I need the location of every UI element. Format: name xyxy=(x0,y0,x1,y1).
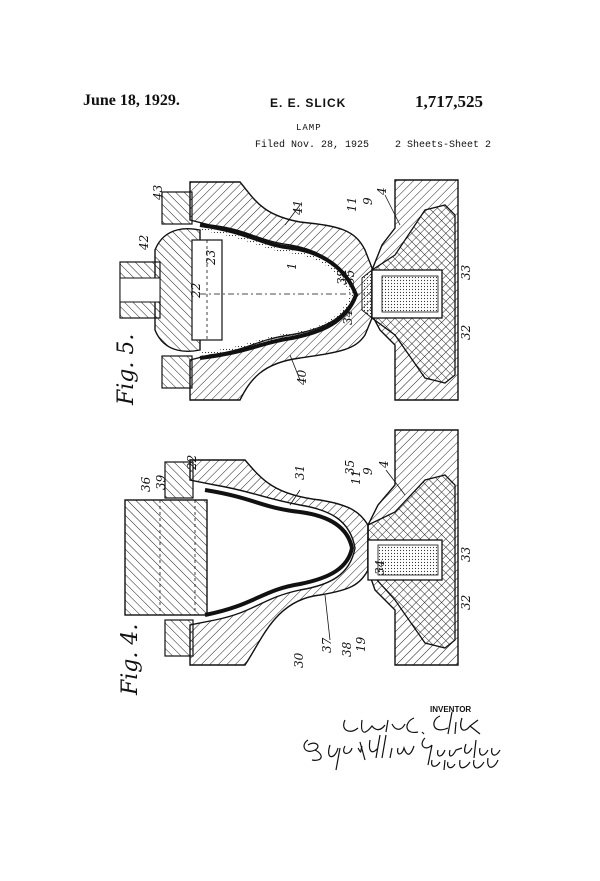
figure-5: Fig. 5. 43 42 23 22 1 41 11 9 4 38 35 33… xyxy=(114,179,473,406)
patent-title: LAMP xyxy=(296,123,322,133)
reference-numeral: 38 xyxy=(335,269,349,285)
reference-numeral: 9 xyxy=(361,467,375,475)
reference-numeral: 22 xyxy=(185,455,199,471)
inventor-name: E. E. SLICK xyxy=(270,96,347,110)
fig4-mold-shell xyxy=(189,459,369,666)
reference-numeral: 39 xyxy=(154,474,168,490)
reference-numeral: 23 xyxy=(204,249,218,266)
reference-numeral: 42 xyxy=(137,235,151,251)
reference-numeral: 32 xyxy=(459,595,473,610)
figure-4: Fig. 4. 36 39 22 31 35 11 9 4 33 34 32 3… xyxy=(118,429,473,696)
reference-numeral: 30 xyxy=(292,652,306,668)
reference-numeral: 31 xyxy=(293,465,307,480)
fig5-glass-wall xyxy=(199,223,359,360)
sheet-count: 2 Sheets-Sheet 2 xyxy=(395,140,492,151)
reference-numeral: 43 xyxy=(151,184,165,201)
reference-numeral: 4 xyxy=(375,187,389,196)
reference-numeral: 34 xyxy=(373,560,387,575)
attorney-signature xyxy=(303,734,501,771)
reference-numeral: 11 xyxy=(349,470,363,485)
reference-numeral: 36 xyxy=(139,476,153,492)
reference-numeral: 38 xyxy=(340,641,354,657)
reference-numeral: 4 xyxy=(377,460,391,469)
reference-numeral: 40 xyxy=(295,369,309,386)
inventor-signature xyxy=(343,711,481,735)
patent-number: 1,717,525 xyxy=(415,92,483,111)
reference-numeral: 32 xyxy=(459,325,473,340)
reference-numeral: 34 xyxy=(341,310,355,325)
reference-numeral: 35 xyxy=(343,460,357,475)
reference-numeral: 9 xyxy=(361,197,375,205)
reference-numeral: 37 xyxy=(320,637,334,653)
reference-numeral: 33 xyxy=(459,546,473,562)
fig5-cap xyxy=(154,228,201,352)
reference-numeral: 33 xyxy=(459,264,473,280)
fig4-label: Fig. 4. xyxy=(118,624,143,696)
reference-numeral: 19 xyxy=(354,636,368,652)
filed-date: Filed Nov. 28, 1925 xyxy=(255,140,370,151)
reference-numeral: 11 xyxy=(345,197,359,212)
reference-numeral: 1 xyxy=(285,262,299,270)
reference-numeral: 35 xyxy=(343,270,357,285)
inventor-caption: INVENTOR xyxy=(430,705,472,714)
reference-numeral: 22 xyxy=(189,283,203,299)
patent-date: June 18, 1929. xyxy=(83,92,180,109)
fig5-label: Fig. 5. xyxy=(114,334,139,406)
